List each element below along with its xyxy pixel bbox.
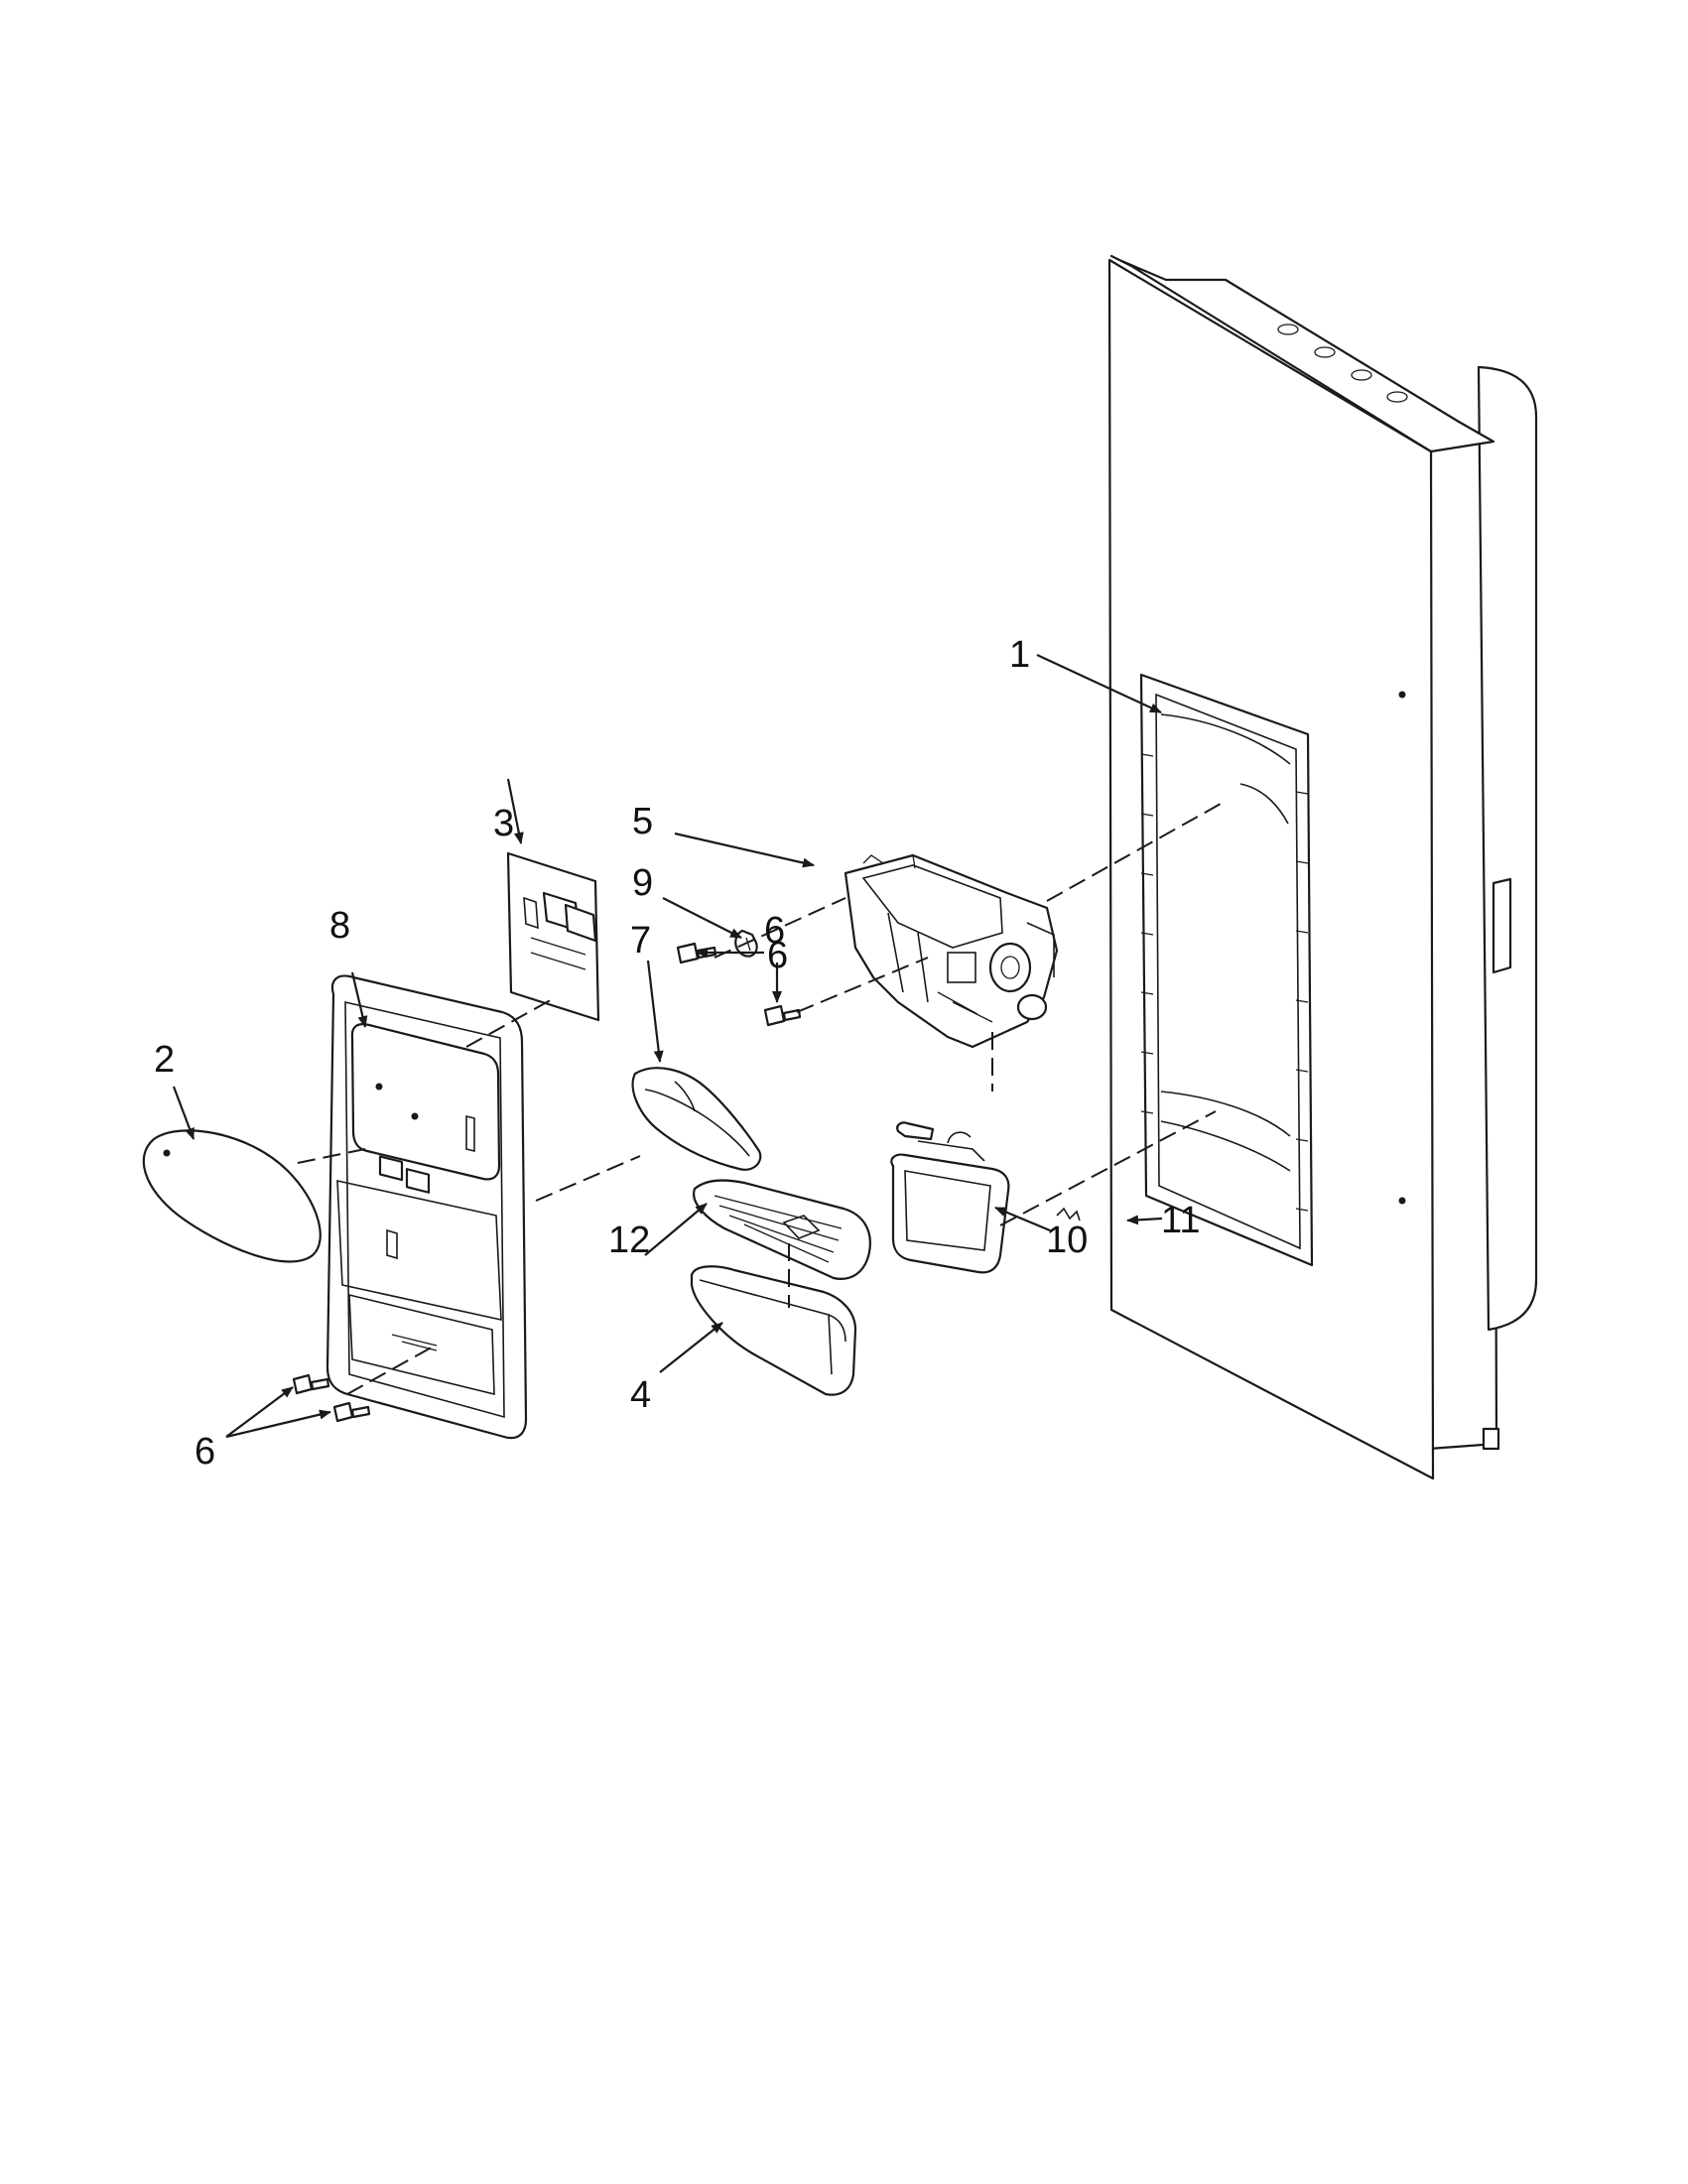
callout-6-lower: 6 <box>195 1431 215 1473</box>
callout-11: 11 <box>1161 1200 1200 1241</box>
assembly-dashed-lines <box>297 803 1222 1395</box>
control-board <box>506 851 600 1022</box>
callout-9: 9 <box>632 862 653 904</box>
dispenser-door-flap <box>890 1121 1010 1274</box>
dispenser-housing <box>325 974 528 1440</box>
drip-tray <box>690 1265 857 1396</box>
screw-lower-b <box>332 1401 371 1423</box>
callout-10: 10 <box>1046 1220 1088 1261</box>
callout-6-middle: 6 <box>767 935 788 976</box>
callout-3: 3 <box>493 803 514 844</box>
callout-12: 12 <box>608 1220 650 1261</box>
callout-4: 4 <box>630 1374 651 1416</box>
door-top-vents <box>1277 323 1408 403</box>
callout-labels: 1 2 3 4 5 6 6 6 7 8 9 10 11 12 <box>154 634 1200 1473</box>
callout-5: 5 <box>632 801 653 842</box>
callout-2: 2 <box>154 1039 175 1081</box>
door-hinge-bracket <box>1492 877 1512 974</box>
drip-tray-grille <box>693 1179 871 1280</box>
callout-6-upper: 6 <box>764 910 785 952</box>
callout-leaders <box>172 654 1163 1439</box>
callout-7: 7 <box>630 920 651 962</box>
door-panel <box>1107 254 1538 1480</box>
ice-dispenser-assembly <box>844 853 1059 1049</box>
screw-lower-a <box>292 1373 330 1395</box>
door-spring <box>1056 1207 1081 1221</box>
dispenser-cavity <box>1139 673 1314 1267</box>
callout-1: 1 <box>1009 634 1030 676</box>
screw-middle <box>763 1004 802 1027</box>
ice-chute-trim <box>631 1067 762 1171</box>
callout-8: 8 <box>329 905 350 947</box>
dispenser-paddle <box>142 1129 322 1263</box>
